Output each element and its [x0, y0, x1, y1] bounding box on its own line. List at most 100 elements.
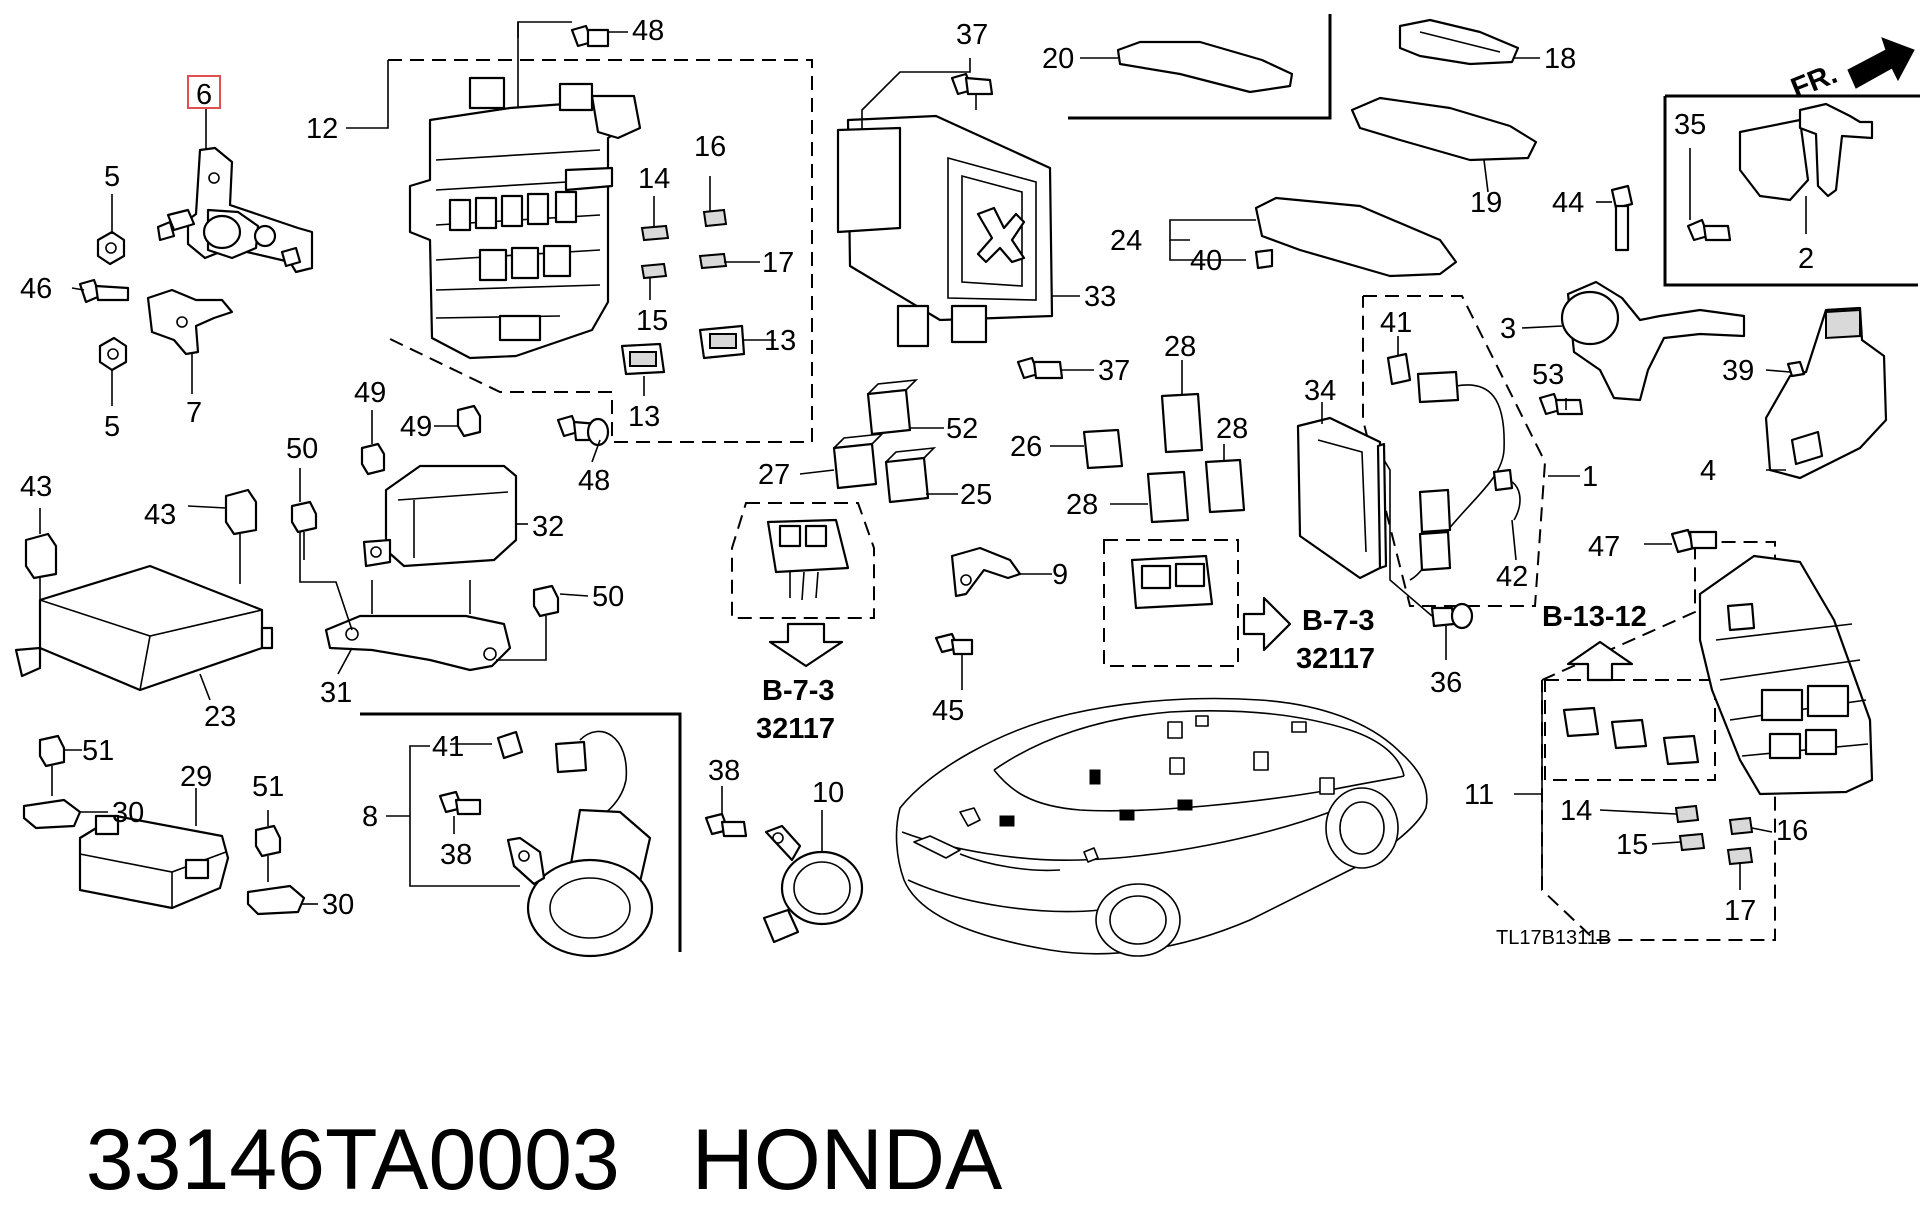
callout-49-right: 49: [400, 411, 432, 443]
callout-37-bottom: 37: [1098, 355, 1130, 387]
callout-9: 9: [1052, 559, 1068, 591]
bolt-43-right: [224, 488, 258, 584]
callout-15-right: 15: [1616, 829, 1648, 861]
callout-50-left: 50: [286, 433, 318, 465]
part-connector-4: [1764, 306, 1888, 480]
brand-name: HONDA: [691, 1112, 1003, 1208]
callout-10: 10: [812, 777, 844, 809]
bolt-53: [1538, 392, 1584, 416]
callout-13-left: 13: [628, 401, 660, 433]
callout-48-bottom: 48: [578, 465, 610, 497]
ref-a-section[interactable]: B-7-3: [762, 675, 835, 707]
part-relay-28-mid: [1146, 470, 1190, 524]
callout-42: 42: [1496, 561, 1528, 593]
footer: 33146TA0003 HONDA: [38, 1012, 1238, 1208]
callout-5-upper: 5: [104, 161, 120, 193]
part-sensor-3: [1560, 184, 1746, 402]
leader-lines: [39, 21, 1807, 905]
bolt-49-left: [360, 442, 386, 476]
part-wire-harness-1: [1386, 352, 1521, 581]
callout-11: 11: [1464, 779, 1494, 811]
ref-a-group[interactable]: 32117: [756, 713, 835, 745]
dashed-groups: [387, 59, 1776, 941]
callout-7: 7: [186, 397, 202, 429]
callout-13-right: 13: [764, 325, 796, 357]
part-bracket-31: [324, 580, 512, 672]
frame-lines: [360, 14, 1920, 952]
arrow-right-ref-b: [1242, 596, 1292, 652]
ref-b-section[interactable]: B-7-3: [1302, 605, 1375, 637]
callout-36: 36: [1430, 667, 1462, 699]
part-fuses-11: [1674, 804, 1754, 866]
part-horn-10: [704, 812, 864, 944]
part-fuse-box: [408, 76, 642, 360]
bolt-49-right: [456, 404, 482, 438]
callout-44: 44: [1552, 187, 1584, 219]
callout-16: 16: [694, 131, 726, 163]
part-relay-block: [1130, 554, 1214, 610]
callout-38-right: 38: [708, 755, 740, 787]
part-module-29: [78, 814, 230, 910]
part-relay-52: [866, 378, 919, 436]
ref-c-section[interactable]: B-13-12: [1542, 601, 1647, 633]
callout-35: 35: [1674, 109, 1706, 141]
callout-40: 40: [1190, 245, 1222, 277]
part-small-fuses: [620, 208, 746, 376]
callout-8: 8: [362, 801, 378, 833]
callout-50-right: 50: [592, 581, 624, 613]
callout-14: 14: [638, 163, 670, 195]
callout-51-right: 51: [252, 771, 284, 803]
callout-17-right: 17: [1724, 895, 1756, 927]
callout-28-top: 28: [1164, 331, 1196, 363]
callout-24: 24: [1110, 225, 1142, 257]
callout-51-left: 51: [82, 735, 114, 767]
part-relay-26: [1082, 428, 1124, 470]
callout-5-lower: 5: [104, 411, 120, 443]
ref-b-group[interactable]: 32117: [1296, 643, 1375, 675]
parts-diagram: FR.: [14, 14, 1920, 958]
clip-30-right: [246, 884, 306, 916]
bolt-51-right: [254, 824, 282, 882]
callout-43-right: 43: [144, 499, 176, 531]
part-number: 33146TA0003: [85, 1112, 620, 1208]
part-module-34: [1296, 416, 1388, 580]
bolt-50-left: [290, 500, 318, 560]
bolt-51-left: [38, 734, 66, 796]
highlight-box-6: [187, 75, 221, 109]
part-relay-28-right: [1204, 458, 1246, 514]
callout-25: 25: [960, 479, 992, 511]
diagram-code: TL17B1311B: [1496, 927, 1611, 949]
callout-29: 29: [180, 761, 212, 793]
bolt-36: [1430, 602, 1474, 630]
callout-12: 12: [306, 113, 338, 145]
part-horn-sensor-8: [438, 730, 654, 958]
part-cover-19: [1350, 96, 1538, 162]
bolt-47: [1670, 528, 1718, 554]
bolt-48-top: [570, 24, 610, 48]
callout-16-right: 16: [1776, 815, 1808, 847]
part-relays-11: [1562, 706, 1700, 766]
callout-53: 53: [1532, 359, 1564, 391]
bolt-37-top: [950, 72, 994, 96]
callout-26: 26: [1010, 431, 1042, 463]
callout-28-right: 28: [1216, 413, 1248, 445]
part-connector-block: [766, 518, 850, 601]
callout-45: 45: [932, 695, 964, 727]
part-fuse-box-11: [1698, 554, 1874, 796]
arrow-up-ref-c: [1566, 640, 1634, 682]
part-module-24: [1254, 196, 1458, 278]
part-sensor-bracket: [78, 146, 314, 372]
callout-48-top: 48: [632, 15, 664, 47]
arrow-down-ref-a: [768, 622, 844, 668]
callout-17: 17: [762, 247, 794, 279]
callout-47: 47: [1588, 531, 1620, 563]
part-bracket-2: [1686, 102, 1874, 242]
vehicle-outline: [895, 697, 1428, 957]
callout-18: 18: [1544, 43, 1576, 75]
callout-2: 2: [1798, 243, 1814, 275]
callout-33: 33: [1084, 281, 1116, 313]
callout-32: 32: [532, 511, 564, 543]
part-clip-9: [934, 546, 1022, 656]
callout-39: 39: [1722, 355, 1754, 387]
callout-43-left: 43: [20, 471, 52, 503]
